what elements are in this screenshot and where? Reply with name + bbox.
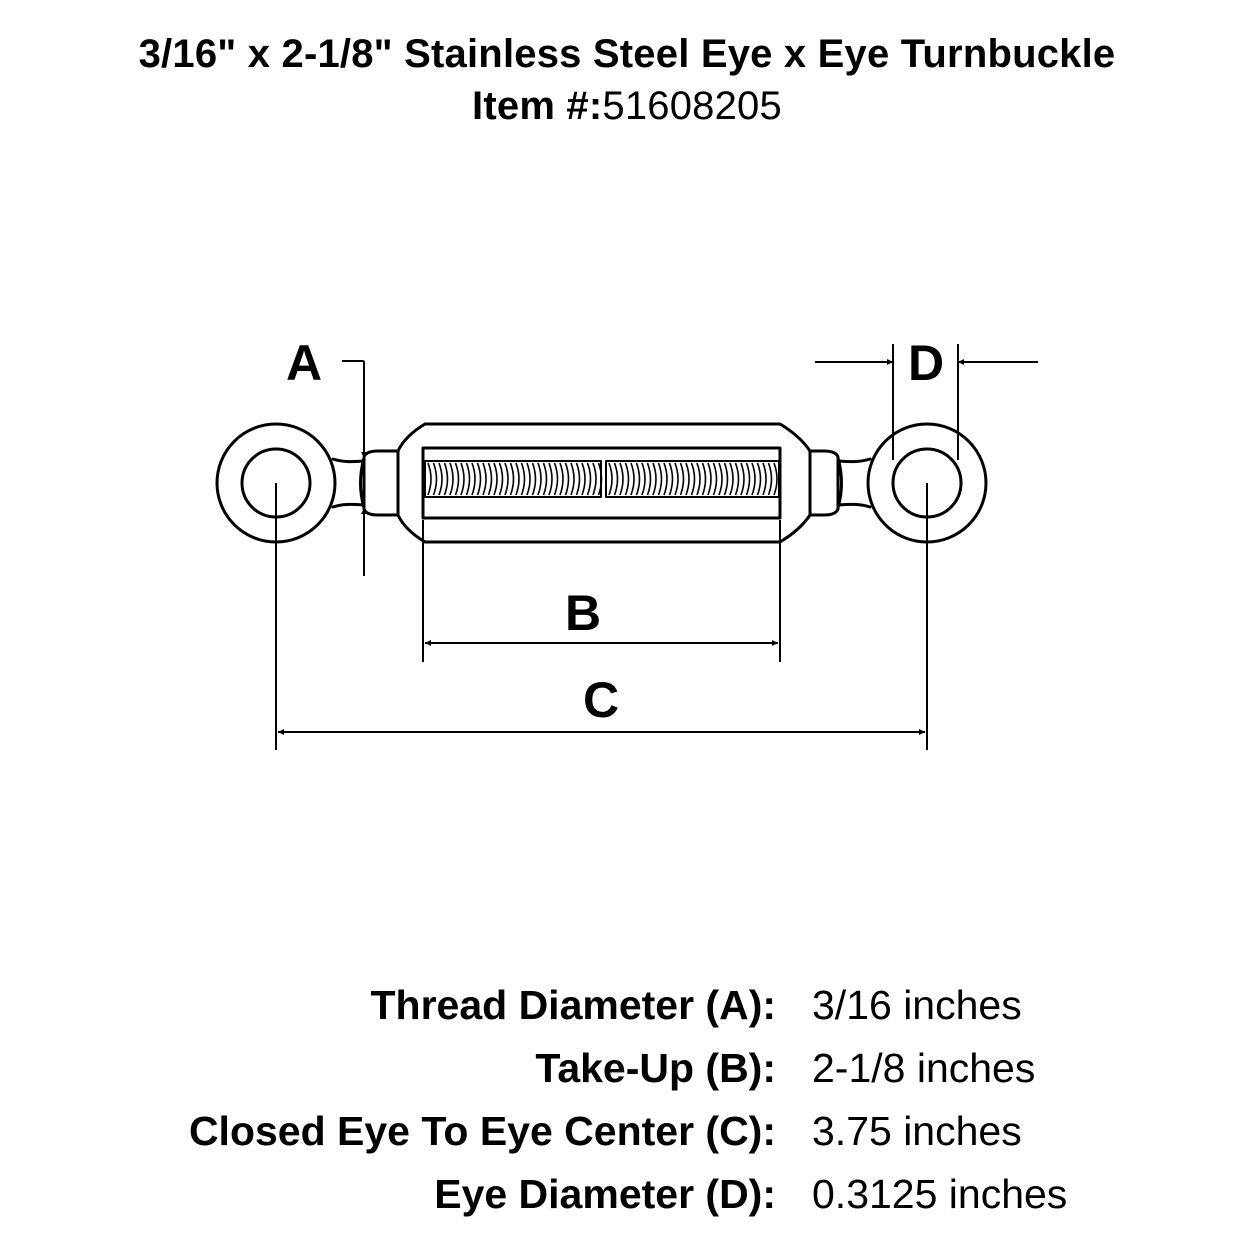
spec-row-take-up: Take-Up (B): 2-1/8 inches — [0, 1040, 1254, 1096]
dim-label-c: C — [583, 672, 619, 728]
product-title: 3/16" x 2-1/8" Stainless Steel Eye x Eye… — [138, 32, 1116, 76]
dim-label-d: D — [908, 335, 944, 391]
spec-row-thread-diameter: Thread Diameter (A): 3/16 inches — [0, 977, 1254, 1033]
spec-row-eye-to-eye: Closed Eye To Eye Center (C): 3.75 inche… — [0, 1103, 1254, 1159]
thread-lines — [427, 462, 778, 496]
turnbuckle-body — [362, 422, 840, 544]
dim-label-a: A — [286, 335, 322, 391]
spec-label: Closed Eye To Eye Center (C): — [188, 1108, 776, 1154]
item-number-prefix: Item #: — [472, 84, 603, 128]
spec-label: Take-Up (B): — [535, 1045, 776, 1091]
spec-value: 2-1/8 inches — [812, 1045, 1036, 1091]
item-number-value: 51608205 — [602, 84, 782, 128]
spec-value: 0.3125 inches — [812, 1171, 1068, 1217]
threaded-rod-right — [605, 460, 780, 498]
dim-label-b: B — [565, 585, 601, 641]
spec-value: 3.75 inches — [812, 1108, 1022, 1154]
spec-row-eye-diameter: Eye Diameter (D): 0.3125 inches — [0, 1166, 1254, 1222]
spec-label: Thread Diameter (A): — [370, 982, 776, 1028]
item-number-line: Item #:51608205 — [0, 82, 1254, 130]
spec-label: Eye Diameter (D): — [434, 1171, 776, 1217]
right-neck — [836, 457, 872, 509]
spec-value: 3/16 inches — [812, 982, 1022, 1028]
left-neck — [331, 457, 366, 509]
